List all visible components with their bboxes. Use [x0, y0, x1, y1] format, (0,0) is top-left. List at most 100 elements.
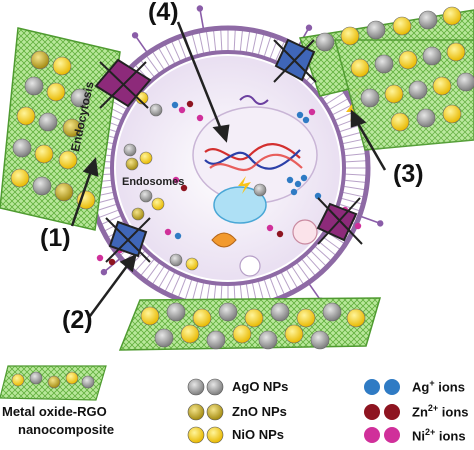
legend-ag-ion-suffix: ions [434, 379, 465, 395]
lipid-head [256, 278, 260, 282]
lipid-tail [286, 269, 298, 288]
lipid-head [110, 172, 114, 176]
lipid-head [303, 79, 308, 84]
lipid-head [208, 280, 212, 285]
lipid-tail [101, 215, 121, 225]
lipid-head [365, 165, 371, 171]
lipid-tail [205, 31, 211, 52]
receptor-stalk [361, 215, 381, 225]
lipid-tail [340, 124, 360, 133]
lipid-head [244, 51, 248, 56]
blocked-channel-icon [94, 58, 152, 109]
lipid-head [115, 130, 120, 134]
lipid-head [365, 151, 370, 156]
receptor-head [305, 24, 313, 31]
lipid-tail [344, 185, 365, 191]
lipid-head [175, 35, 181, 40]
lipid-head [114, 136, 118, 140]
lipid-head [116, 253, 122, 259]
nio-nanoparticle [390, 112, 410, 132]
legend-np-symbols [187, 378, 224, 444]
lipid-head [312, 243, 317, 248]
lipid-head [294, 260, 298, 264]
lipid-tail [343, 192, 364, 198]
lipid-tail [140, 259, 155, 276]
legend-ag-ion-sup: + [429, 378, 435, 388]
lipid-head [162, 290, 167, 295]
lipid-head [282, 37, 288, 43]
legend-sheet-line1: Metal oxide-RGO [2, 404, 107, 419]
lipid-head [273, 272, 277, 276]
lipid-head [302, 283, 307, 288]
lipid-tail [281, 272, 292, 292]
lipid-head [120, 213, 124, 217]
lipid-tail [198, 32, 204, 53]
lipid-head [110, 166, 114, 170]
lipid-head [208, 51, 212, 56]
legend-ni-ion-sup: 2+ [425, 427, 436, 437]
lipid-head [155, 287, 161, 292]
ago-nanoparticle [70, 88, 90, 108]
lipid-tail [332, 104, 352, 115]
legend-nio-symbol [187, 426, 205, 444]
nio-nanoparticle [151, 197, 165, 211]
lipid-head [196, 28, 202, 34]
receptor-head [377, 220, 384, 227]
lipid-head [233, 25, 238, 31]
lipid-head [179, 272, 183, 276]
lipid-head [308, 84, 312, 88]
nio-nanoparticle [350, 58, 370, 78]
lipid-tail [269, 277, 278, 298]
endosomes-label: Endosomes [122, 176, 185, 188]
nio-nanoparticle [284, 324, 304, 344]
lipid-tail [191, 281, 198, 302]
ago-nanoparticle [374, 54, 394, 74]
legend-zn-ion-symbol [384, 404, 400, 420]
lipid-tail [158, 48, 170, 67]
lipid-head [184, 57, 189, 62]
lipid-head [110, 160, 114, 164]
step-label-4: (4) [148, 0, 179, 26]
lipid-head [117, 124, 122, 129]
legend-ag-ion-base: Ag [412, 379, 430, 395]
lipid-tail [319, 241, 336, 256]
ago-nanoparticle [29, 371, 43, 385]
ago-nanoparticle [24, 76, 44, 96]
ag-ion [302, 116, 310, 124]
legend-ago-symbol [206, 378, 224, 396]
lipid-head [153, 256, 157, 260]
lipid-head [162, 41, 167, 46]
lipid-head [110, 154, 115, 158]
ago-nanoparticle [422, 46, 442, 66]
lipid-tail [263, 280, 272, 300]
legend-zno-symbol [187, 403, 205, 421]
mitochondria-icon [211, 232, 237, 248]
lipid-head [132, 269, 137, 275]
lipid-head [240, 26, 245, 31]
lipid-tail [315, 246, 331, 261]
lipid-tail [296, 263, 310, 280]
nio-nanoparticle [296, 308, 316, 328]
nio-nanoparticle [140, 306, 160, 326]
lipid-head [319, 269, 324, 275]
ago-nanoparticle [258, 330, 278, 350]
lipid-tail [275, 41, 285, 61]
ago-nanoparticle [166, 302, 186, 322]
lipid-head [262, 55, 266, 60]
lipid-head [267, 274, 272, 279]
legend-ion-symbols [364, 379, 400, 443]
lipid-head [112, 190, 117, 194]
ago-nanoparticle [270, 302, 290, 322]
lipid-tail [152, 266, 165, 285]
lipid-head [203, 27, 209, 32]
zno-nanoparticle [131, 207, 145, 221]
legend-zno-symbol [206, 403, 224, 421]
lipid-head [104, 235, 109, 241]
ago-nanoparticle [32, 176, 52, 196]
lipid-head [158, 260, 162, 264]
ago-nanoparticle [218, 302, 238, 322]
lipid-head [365, 173, 371, 178]
lipid-head [168, 37, 174, 43]
lipid-tail [245, 31, 251, 52]
lipid-head [347, 235, 352, 241]
